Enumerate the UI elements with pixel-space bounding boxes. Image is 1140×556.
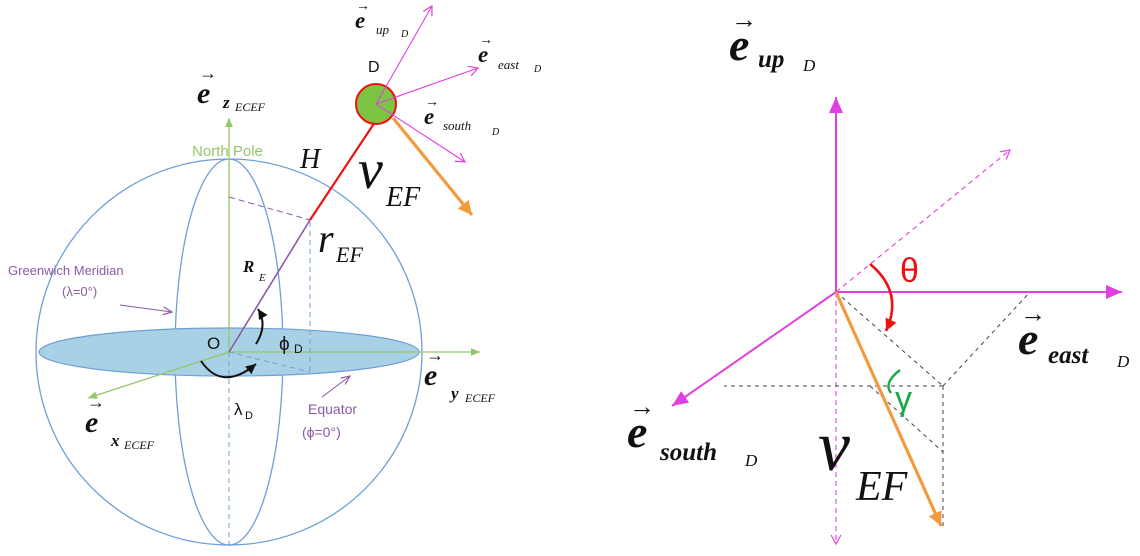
earth-radius-line — [228, 219, 311, 353]
greenwich-label-2: (λ=0°) — [62, 284, 97, 299]
e-up-label-left: e — [355, 8, 365, 33]
e-z-subsub: ECEF — [234, 100, 266, 114]
e-south-sub-right: south — [659, 439, 717, 466]
e-east-sub-right: east — [1048, 342, 1089, 369]
x-axis — [87, 351, 230, 400]
dashed-proj-4 — [835, 291, 944, 387]
e-east-subsub-right: D — [1116, 352, 1130, 371]
phi-arc — [255, 308, 268, 345]
phi-d-sub: D — [294, 342, 303, 356]
e-south-vec-arrow-left: → — [425, 95, 439, 110]
gamma-label: γ — [895, 380, 912, 418]
dashed-projection — [228, 351, 311, 373]
position-vector-sub: EF — [335, 242, 363, 267]
e-south-subsub-right: D — [744, 451, 758, 470]
e-south-vector — [375, 103, 467, 163]
e-east-subsub-left: D — [533, 64, 542, 75]
point-d-label: D — [368, 59, 380, 76]
greenwich-pointer — [119, 304, 172, 312]
e-z-label: e — [197, 77, 210, 110]
altitude-vector — [309, 106, 386, 221]
velocity-label-left: v — [358, 139, 383, 201]
e-east-label-right: e — [1018, 313, 1038, 364]
e-x-sub: x — [110, 431, 120, 450]
right-ned-diagram: θ γ e → up D e → east D e → south D v EF — [627, 5, 1130, 546]
e-up-vector — [375, 4, 433, 105]
e-up-subsub-left: D — [400, 29, 409, 40]
e-z-vec-arrow: → — [199, 63, 217, 83]
e-up-sub-left: up — [376, 22, 390, 37]
theta-label: θ — [900, 252, 919, 290]
origin-o-label: O — [207, 334, 220, 353]
dashed-proj-2 — [942, 291, 1031, 387]
lambda-d-sub: D — [245, 410, 253, 422]
e-up-subsub-right: D — [802, 56, 816, 75]
left-ecef-diagram: e → z ECEF North Pole Greenwich Meridian… — [8, 0, 542, 550]
e-south-subsub-left: D — [491, 127, 500, 138]
south-axis — [671, 291, 837, 407]
e-up-label-right: e — [729, 19, 749, 70]
altitude-label: H — [299, 144, 322, 175]
e-y-sub: y — [449, 384, 459, 403]
earth-radius-sub: E — [258, 272, 266, 284]
velocity-vector-right — [834, 291, 943, 527]
e-east-vec-arrow-right: → — [1020, 299, 1046, 328]
e-east-vector — [375, 65, 480, 105]
theta-arc — [869, 262, 897, 332]
phi-d-label: ϕ — [279, 334, 290, 355]
e-up-vec-arrow-right: → — [731, 5, 757, 34]
e-up-sub-right: up — [758, 46, 784, 73]
dashed-ne-diagonal — [835, 149, 1011, 293]
gamma-arc — [887, 369, 901, 394]
velocity-vector-left — [391, 116, 474, 217]
lambda-d-label: λ — [234, 400, 243, 419]
e-y-subsub: ECEF — [464, 391, 496, 405]
e-x-vec-arrow: → — [87, 392, 105, 412]
e-south-sub-left: south — [443, 118, 471, 133]
north-pole-label: North Pole — [192, 143, 263, 160]
e-y-vec-arrow: → — [426, 345, 444, 365]
e-z-sub: z — [222, 93, 230, 112]
e-east-sub-left: east — [498, 57, 519, 72]
e-east-vec-arrow-left: → — [479, 33, 493, 48]
e-up-vec-arrow-left: → — [356, 0, 370, 14]
e-south-label-right: e — [627, 406, 647, 457]
equator-pointer — [321, 376, 350, 398]
e-x-label: e — [85, 406, 98, 439]
velocity-sub-left: EF — [385, 182, 421, 213]
equator-label-2: (ϕ=0°) — [302, 424, 341, 440]
earth-radius-label: R — [242, 257, 254, 276]
lambda-arc — [200, 360, 257, 379]
e-x-subsub: ECEF — [123, 438, 155, 452]
dashed-horizontal — [228, 196, 311, 221]
e-east-label-left: e — [478, 42, 488, 67]
greenwich-label-1: Greenwich Meridian — [8, 263, 124, 278]
e-south-label-left: e — [424, 104, 434, 129]
velocity-label-right: v — [818, 406, 850, 486]
velocity-sub-right: EF — [855, 464, 908, 510]
position-vector-label: r — [318, 216, 334, 261]
e-south-vec-arrow-right: → — [629, 392, 655, 421]
equator-label-1: Equator — [308, 401, 357, 417]
e-y-label: e — [424, 359, 437, 392]
